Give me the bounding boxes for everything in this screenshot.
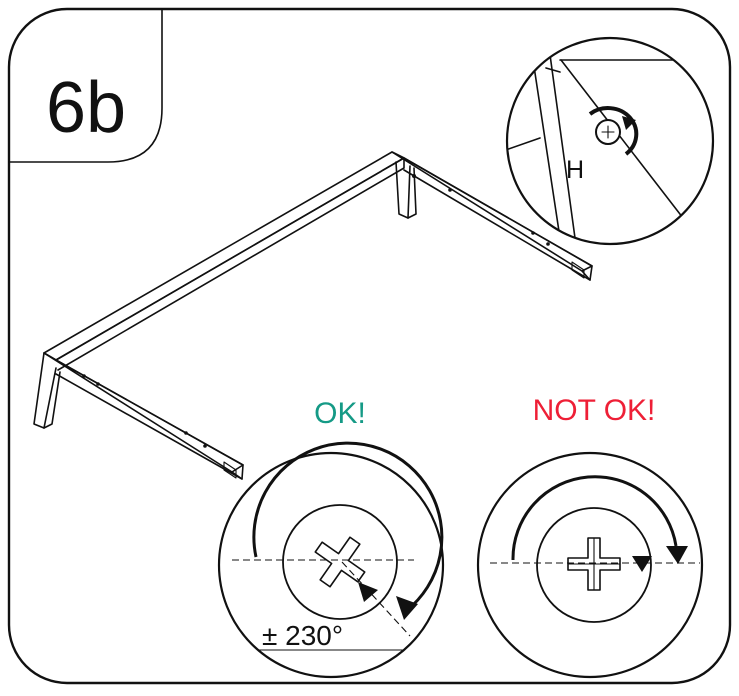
bed-frame (33, 151, 593, 480)
step-number: 6b (46, 68, 126, 148)
panel-frame (7, 7, 732, 685)
correct-example: OK! ± 230° (217, 397, 445, 679)
cross-screw-icon (567, 537, 621, 591)
incorrect-example: NOT OK! (476, 394, 704, 679)
rotation-arrow-icon (588, 106, 639, 156)
angle-text: ± 230° (262, 620, 343, 651)
not-ok-label: NOT OK! (533, 394, 656, 427)
ok-label: OK! (314, 397, 366, 430)
tool-label: H (566, 156, 584, 184)
step-badge: 6b (8, 8, 163, 163)
cross-screw-icon (314, 536, 366, 588)
